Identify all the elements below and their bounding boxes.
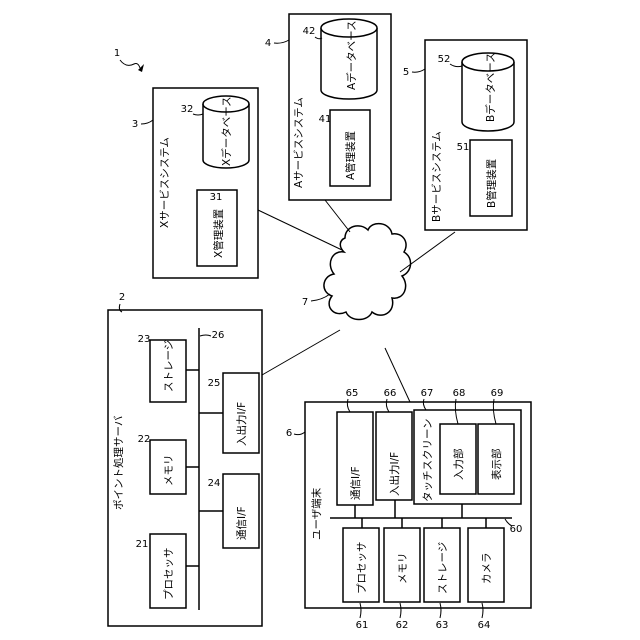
a-manager-ref: 41	[319, 114, 332, 125]
b-service-ref: 5	[403, 67, 409, 78]
a-service-leader	[274, 40, 289, 43]
b-manager-ref: 51	[457, 142, 470, 153]
x-service-leader	[141, 120, 153, 124]
terminal-io-if-ref: 66	[384, 388, 397, 399]
x-manager-label: X管理装置	[212, 209, 225, 258]
x-service-ref: 3	[132, 119, 138, 130]
terminal-processor-leader	[360, 603, 361, 618]
touchscreen-label: タッチスクリーン	[422, 419, 434, 502]
terminal-camera-ref: 64	[478, 620, 491, 631]
terminal-memory-leader	[400, 603, 401, 618]
terminal-memory-ref: 62	[396, 620, 409, 631]
touchscreen-display-ref: 69	[491, 388, 504, 399]
network-cloud	[324, 224, 411, 320]
a-service-ref: 4	[265, 38, 271, 49]
terminal-storage-label: ストレージ	[437, 542, 449, 594]
server-io-if-ref: 25	[208, 378, 221, 389]
touchscreen-input-label: 入力部	[452, 449, 465, 481]
terminal-processor-label: プロセッサ	[356, 542, 368, 595]
terminal-processor-ref: 61	[356, 620, 369, 631]
a-manager-label: A管理装置	[344, 131, 357, 180]
system-ref-leader	[120, 60, 140, 68]
point-server-title: ポイント処理サーバ	[112, 415, 125, 510]
a-service-title: Aサービスシステム	[293, 97, 305, 188]
terminal-camera-leader	[482, 603, 483, 618]
server-processor-label: プロセッサ	[163, 548, 175, 601]
touchscreen-input-ref: 68	[453, 388, 466, 399]
x-manager-ref: 31	[210, 192, 223, 203]
point-server-ref: 2	[119, 292, 125, 303]
terminal-comm-if-label: 通信I/F	[350, 466, 362, 500]
link-server-to-network	[262, 330, 340, 375]
terminal-comm-if-ref: 65	[346, 388, 359, 399]
server-processor-ref: 21	[136, 539, 149, 550]
system-ref: 1	[114, 48, 120, 59]
a-database-ref: 42	[303, 26, 316, 37]
server-comm-if-label: 通信I/F	[236, 506, 248, 540]
link-b-to-network	[400, 232, 455, 272]
link-x-to-network	[258, 210, 342, 250]
touchscreen-display-label: 表示部	[490, 449, 503, 481]
x-database-label: Xデータベース	[220, 96, 233, 166]
terminal-camera-label: カメラ	[481, 553, 493, 585]
x-service-title: Xサービスシステム	[159, 137, 171, 228]
b-database-ref: 52	[438, 54, 451, 65]
terminal-storage-ref: 63	[436, 620, 449, 631]
terminal-io-if-label: 入出力I/F	[388, 452, 401, 496]
a-database-label: Aデータベース	[345, 20, 358, 90]
b-service-title: Bサービスシステム	[431, 131, 443, 222]
terminal-memory-label: メモリ	[397, 553, 409, 585]
server-io-if-label: 入出力I/F	[235, 402, 248, 446]
user-terminal-leader	[294, 432, 305, 435]
server-memory-ref: 22	[138, 434, 151, 445]
server-storage-ref: 23	[138, 334, 151, 345]
b-service-leader	[412, 69, 425, 72]
user-terminal-ref: 6	[286, 428, 292, 439]
link-a-to-network	[325, 200, 350, 232]
network-ref: 7	[302, 297, 308, 308]
terminal-storage-leader	[440, 603, 441, 618]
b-database-label: Bデータベース	[484, 52, 497, 122]
server-storage-label: ストレージ	[163, 340, 175, 392]
b-manager-label: B管理装置	[485, 159, 498, 208]
network-leader	[311, 294, 330, 301]
server-bus-ref: 26	[212, 330, 225, 341]
user-terminal-title: ユーザ端末	[310, 487, 323, 540]
x-database-ref: 32	[181, 104, 194, 115]
server-comm-if-ref: 24	[208, 478, 221, 489]
touchscreen-ref: 67	[421, 388, 434, 399]
server-memory-label: メモリ	[163, 455, 175, 487]
